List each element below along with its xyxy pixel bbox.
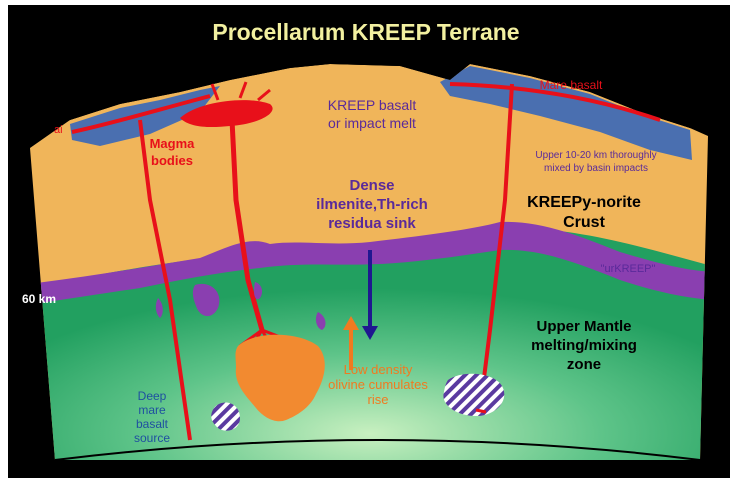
label-deep-4: source [134, 431, 170, 445]
label-mantle-2: melting/mixing [531, 337, 637, 354]
label-low-2: olivine cumulates [328, 377, 428, 392]
label-mare-small: ai [54, 124, 63, 136]
label-deep-2: mare [138, 403, 166, 417]
label-crust-2: Crust [563, 214, 605, 231]
label-upper-2: mixed by basin impacts [544, 163, 648, 174]
label-upper-1: Upper 10-20 km thoroughly [535, 150, 656, 161]
label-magma-1: Magma [150, 136, 196, 151]
label-deep-3: basalt [136, 417, 169, 431]
label-dense-2: ilmenite,Th-rich [316, 196, 428, 213]
label-kreep-basalt-1: KREEP basalt [328, 97, 417, 113]
label-mantle-1: Upper Mantle [536, 318, 631, 335]
label-magma-2: bodies [151, 153, 193, 168]
label-mare-basalt: Mare basalt [540, 78, 603, 92]
label-dense-3: residua sink [328, 215, 416, 232]
label-low-1: Low density [344, 362, 413, 377]
label-deep-1: Deep [138, 389, 167, 403]
label-mantle-3: zone [567, 356, 601, 373]
diagram-title: Procellarum KREEP Terrane [212, 19, 519, 45]
label-kreep-basalt-2: or impact melt [328, 115, 416, 131]
label-low-3: rise [368, 392, 389, 407]
label-urkreep: "urKREEP" [601, 263, 656, 275]
label-depth: 60 km [22, 292, 56, 306]
label-dense-1: Dense [349, 177, 394, 194]
label-crust-1: KREEPy-norite [527, 194, 641, 211]
